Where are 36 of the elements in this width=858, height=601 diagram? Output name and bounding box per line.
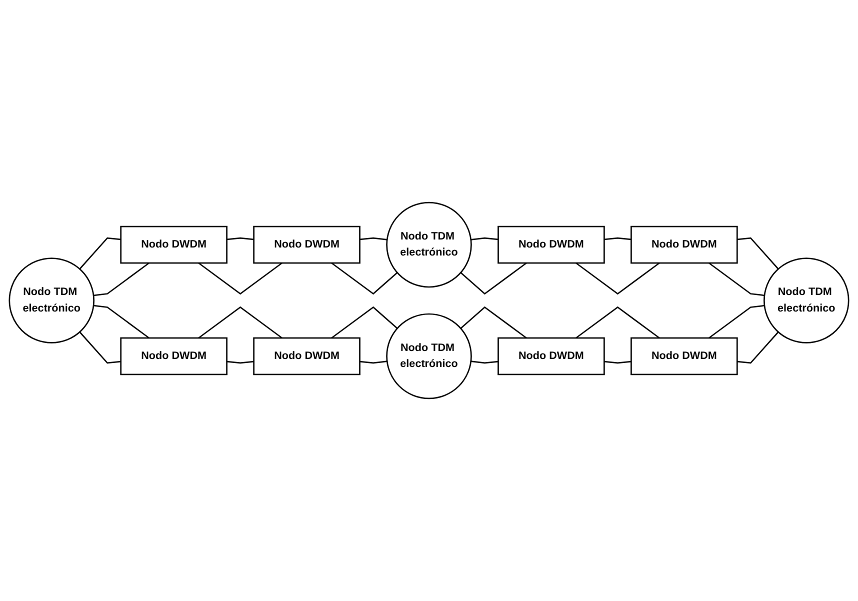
connector [79, 332, 121, 364]
connector [93, 262, 150, 296]
node-box: Nodo DWDM [630, 226, 738, 264]
connector [576, 306, 660, 339]
connector [331, 306, 398, 339]
node-circle: Nodo TDM electrónico [8, 258, 94, 344]
connector [708, 304, 765, 339]
connector [460, 262, 527, 295]
connector [93, 304, 150, 339]
connector [470, 360, 498, 364]
connector [604, 237, 632, 240]
connector [470, 237, 498, 240]
connector [708, 262, 765, 296]
connector [226, 237, 254, 240]
connector [737, 237, 779, 270]
node-box: Nodo DWDM [630, 337, 738, 376]
node-box: Nodo DWDM [498, 337, 605, 376]
connector [576, 262, 660, 295]
node-box: Nodo DWDM [498, 226, 605, 264]
connector [737, 332, 779, 364]
node-circle: Nodo TDM electrónico [386, 202, 472, 288]
connector [604, 360, 632, 364]
connector [360, 237, 388, 240]
connector [79, 237, 121, 270]
node-box: Nodo DWDM [120, 337, 228, 376]
node-box: Nodo DWDM [253, 337, 360, 376]
connector [226, 360, 254, 364]
node-circle: Nodo TDM electrónico [386, 313, 472, 400]
connector [331, 262, 398, 295]
node-box: Nodo DWDM [120, 226, 228, 264]
connector [198, 306, 282, 339]
connector [460, 306, 527, 339]
connector [198, 262, 282, 295]
connector [360, 360, 388, 364]
node-box: Nodo DWDM [253, 226, 360, 264]
node-circle: Nodo TDM electrónico [764, 258, 850, 344]
